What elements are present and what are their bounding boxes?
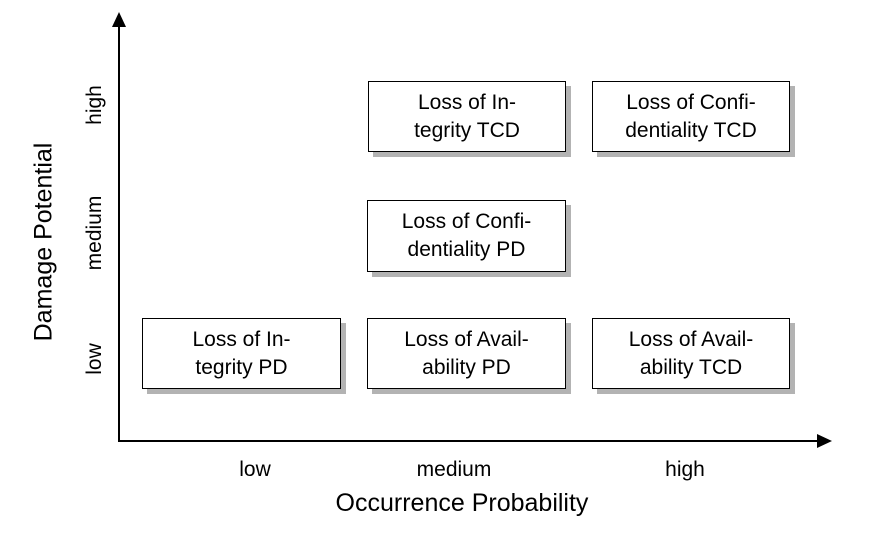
y-axis-arrowhead-icon [112,12,126,27]
y-axis-title: Damage Potential [29,142,58,342]
risk-box-label-line: dentiality PD [407,238,526,261]
y-axis-line [118,20,120,441]
x-tick-medium: medium [416,458,492,481]
risk-box-loss-of-availability-pd: Loss of Avail- ability PD [367,318,566,389]
x-tick-low: low [239,458,271,481]
x-tick-high: high [665,458,705,481]
risk-box-label-line: Loss of Confi- [626,90,756,114]
risk-box-label-line: Loss of Avail- [404,327,529,351]
y-tick-low: low [83,343,106,375]
risk-box-label-line: dentiality TCD [625,118,757,142]
risk-box-loss-of-integrity-pd: Loss of In- tegrity PD [142,318,341,389]
risk-box-label-line: tegrity TCD [414,118,520,142]
risk-box-loss-of-confidentiality-pd: Loss of Confi- dentiality PD [367,200,566,272]
risk-box-label-line: ability TCD [639,355,743,379]
risk-box-label-line: Loss of In- [417,90,517,114]
risk-box-label-line: tegrity PD [195,355,288,379]
risk-box-label-line: ability PD [422,355,511,379]
risk-box-loss-of-integrity-tcd: Loss of In- tegrity TCD [368,81,566,152]
risk-box-label-line: Loss of Avail- [628,327,754,351]
x-axis-line [118,440,822,442]
risk-box-loss-of-confidentiality-tcd: Loss of Confi- dentiality TCD [592,81,790,152]
x-axis-title: Occurrence Probability [335,489,589,517]
x-axis-arrowhead-icon [817,434,832,448]
risk-box-loss-of-availability-tcd: Loss of Avail- ability TCD [592,318,790,389]
y-tick-medium: medium [83,195,106,271]
risk-box-label-line: Loss of In- [192,327,291,351]
y-tick-high: high [83,85,106,125]
risk-box-label-line: Loss of Confi- [401,210,532,233]
